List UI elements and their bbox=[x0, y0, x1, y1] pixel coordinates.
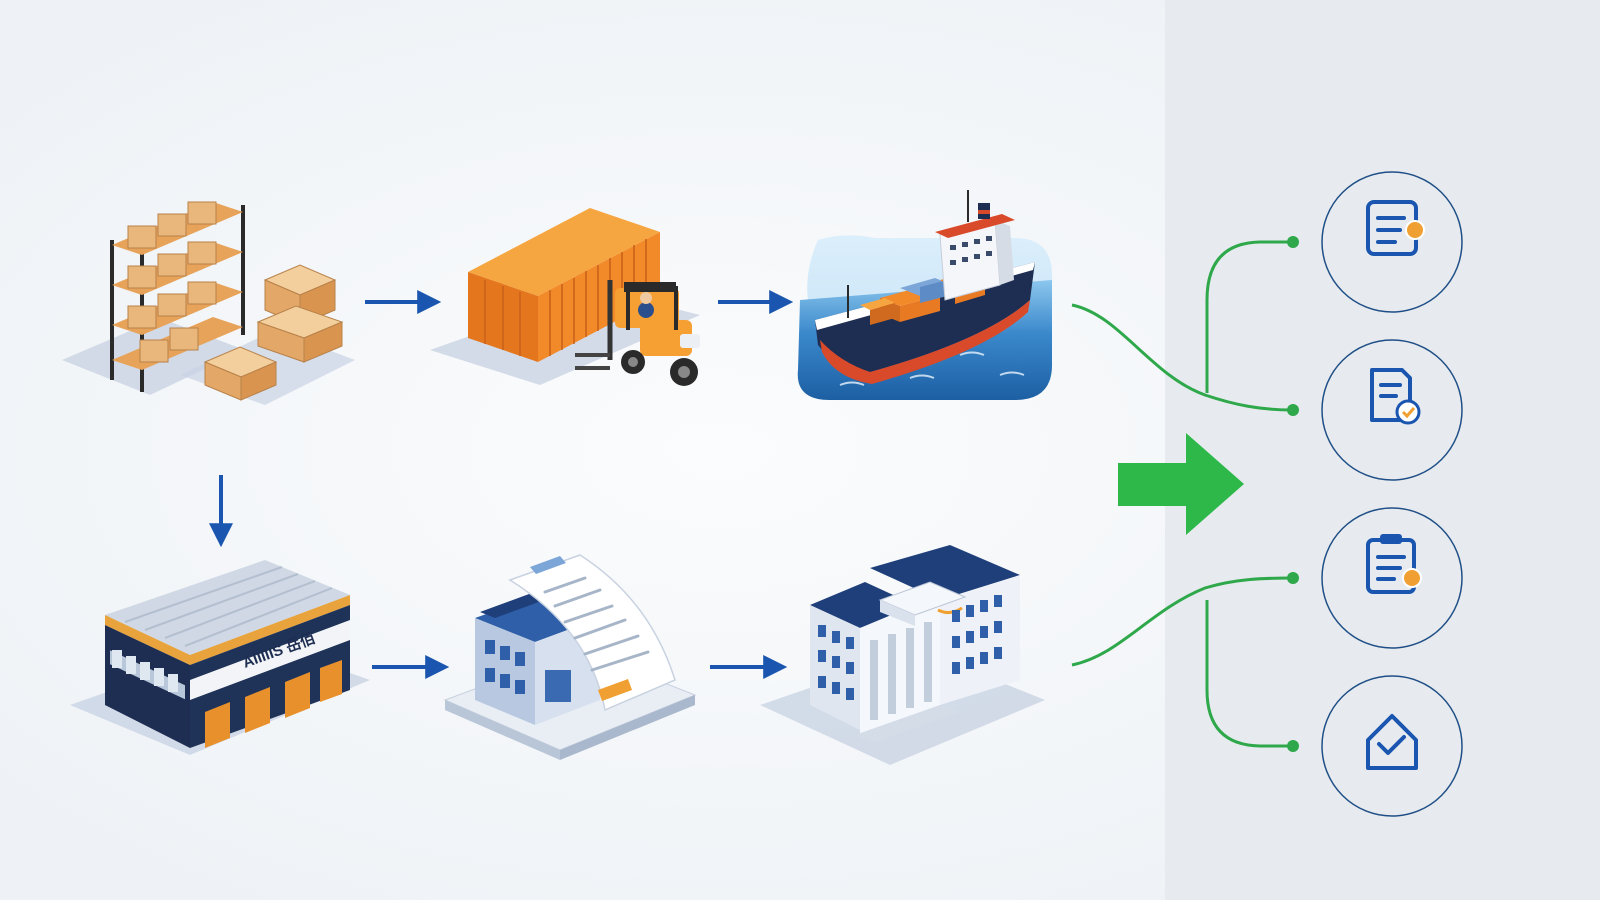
document-with-checkmark-icon bbox=[1321, 339, 1463, 481]
connector-branch-top bbox=[1205, 240, 1293, 393]
flow-arrows bbox=[209, 290, 794, 679]
storage-shelves-with-boxes-icon bbox=[62, 201, 355, 405]
right-icon-column bbox=[1321, 171, 1463, 817]
connector-customs-to-right bbox=[1071, 576, 1294, 667]
connector-node-3 bbox=[1287, 572, 1299, 584]
office-with-document-icon bbox=[443, 554, 697, 760]
clipboard-with-badge-icon bbox=[1321, 507, 1463, 649]
connector-node-1 bbox=[1287, 236, 1299, 248]
connector-node-4 bbox=[1287, 740, 1299, 752]
house-with-checkmark-icon bbox=[1321, 675, 1463, 817]
big-green-arrow bbox=[1118, 433, 1244, 535]
connector-node-2 bbox=[1287, 404, 1299, 416]
connector-branch-bottom bbox=[1205, 600, 1293, 748]
distribution-warehouse-icon: AIIIIIS 岳佰 bbox=[70, 560, 370, 755]
government-building-icon bbox=[760, 545, 1045, 765]
connector-ship-to-right bbox=[1071, 303, 1294, 412]
shipping-container-forklift-icon bbox=[430, 208, 700, 386]
document-with-badge-icon bbox=[1321, 171, 1463, 313]
green-connectors bbox=[1071, 240, 1294, 748]
right-panel bbox=[1165, 0, 1600, 900]
cargo-ship-icon bbox=[797, 190, 1052, 400]
